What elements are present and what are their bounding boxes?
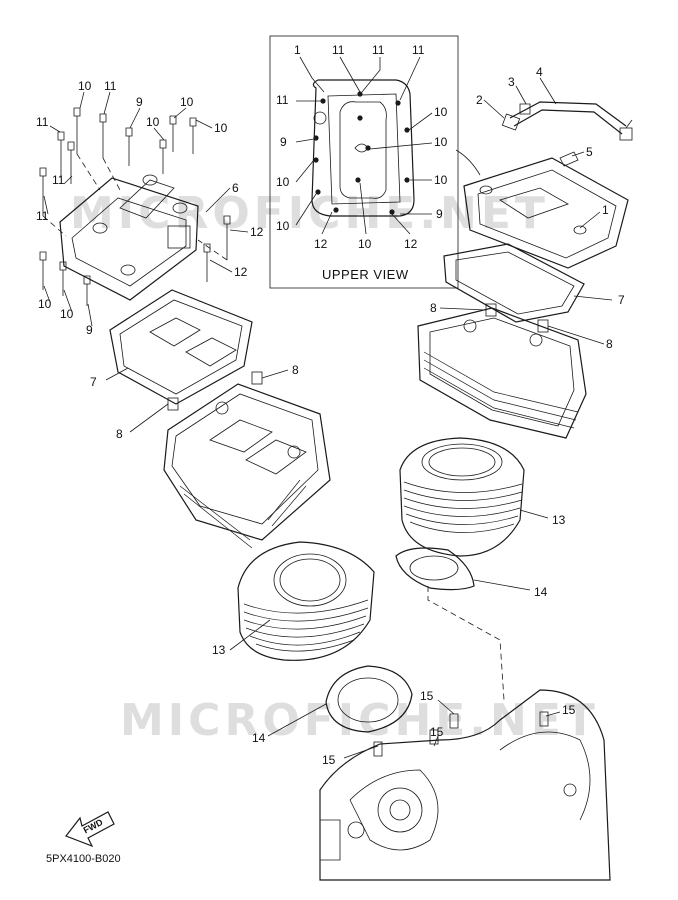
callout-12: 12	[250, 225, 264, 239]
callout-8: 8	[292, 363, 299, 377]
callout-11: 11	[104, 79, 117, 93]
callout-8: 8	[606, 337, 613, 351]
callout-8: 8	[116, 427, 123, 441]
inset-bolt-holes	[313, 91, 410, 215]
watermark-top: MICROFICHE.NET	[70, 188, 549, 239]
callout-11: 11	[36, 209, 49, 223]
callout-8: 8	[430, 301, 437, 315]
callout-1: 1	[294, 43, 301, 57]
callout-10: 10	[434, 173, 448, 187]
callout-10: 10	[358, 237, 372, 251]
crankcase	[319, 689, 611, 881]
inset-title: UPPER VIEW	[322, 267, 409, 282]
callout-10: 10	[180, 95, 194, 109]
left-base-gasket	[325, 665, 413, 733]
assembly-line-right	[427, 586, 505, 701]
callout-6: 6	[232, 181, 239, 195]
callout-10: 10	[276, 219, 290, 233]
callout-4: 4	[536, 65, 543, 79]
callout-10: 10	[434, 135, 448, 149]
oil-delivery-pipe	[501, 101, 633, 167]
callout-9: 9	[280, 135, 287, 149]
right-cover-gasket	[443, 243, 585, 323]
fwd-label: FWD	[82, 817, 105, 836]
callout-11: 11	[276, 93, 289, 107]
callout-11: 11	[372, 43, 385, 57]
left-cylinder-head	[163, 383, 331, 549]
callout-9: 9	[436, 207, 443, 221]
callout-12: 12	[404, 237, 418, 251]
callout-1: 1	[602, 203, 609, 217]
callout-12: 12	[234, 265, 248, 279]
callout-10: 10	[60, 307, 74, 321]
right-cylinder-head	[417, 307, 587, 439]
inset-frame	[269, 35, 459, 289]
callout-9: 9	[86, 323, 93, 337]
right-cylinder	[399, 437, 525, 557]
callout-5: 5	[586, 145, 593, 159]
callout-13: 13	[552, 513, 566, 527]
callout-14: 14	[252, 731, 266, 745]
callout-10: 10	[78, 79, 92, 93]
callout-10: 10	[434, 105, 448, 119]
callout-15: 15	[562, 703, 576, 717]
left-cover-bolts	[39, 107, 231, 306]
callout-10: 10	[276, 175, 290, 189]
callout-11: 11	[36, 115, 49, 129]
callout-numbers: 10 11 9 10 10 10 11 11 11 6 12 12 10 10 …	[36, 43, 625, 767]
callout-2: 2	[476, 93, 483, 107]
callout-11: 11	[332, 43, 345, 57]
fwd-arrow-icon: FWD	[65, 811, 115, 848]
callout-11: 11	[52, 173, 65, 187]
drawing-code: 5PX4100-B020	[46, 853, 121, 865]
callout-10: 10	[214, 121, 228, 135]
right-head-cover	[463, 157, 629, 269]
callout-leaders	[43, 77, 633, 759]
left-head-cover	[59, 174, 199, 301]
callout-7: 7	[90, 375, 97, 389]
callout-15: 15	[430, 725, 444, 739]
callout-9: 9	[136, 95, 143, 109]
watermark-bottom: MICROFICHE.NET	[120, 695, 599, 746]
left-cylinder	[237, 541, 375, 661]
callout-13: 13	[212, 643, 226, 657]
left-cover-gasket	[109, 289, 253, 405]
callout-10: 10	[38, 297, 52, 311]
right-base-gasket	[395, 547, 475, 591]
upper-view-inset	[269, 35, 481, 289]
callout-7: 7	[618, 293, 625, 307]
callout-3: 3	[508, 75, 515, 89]
callout-15: 15	[322, 753, 336, 767]
callout-15: 15	[420, 689, 434, 703]
callout-14: 14	[534, 585, 548, 599]
callout-11: 11	[412, 43, 425, 57]
callout-10: 10	[146, 115, 160, 129]
callout-12: 12	[314, 237, 328, 251]
